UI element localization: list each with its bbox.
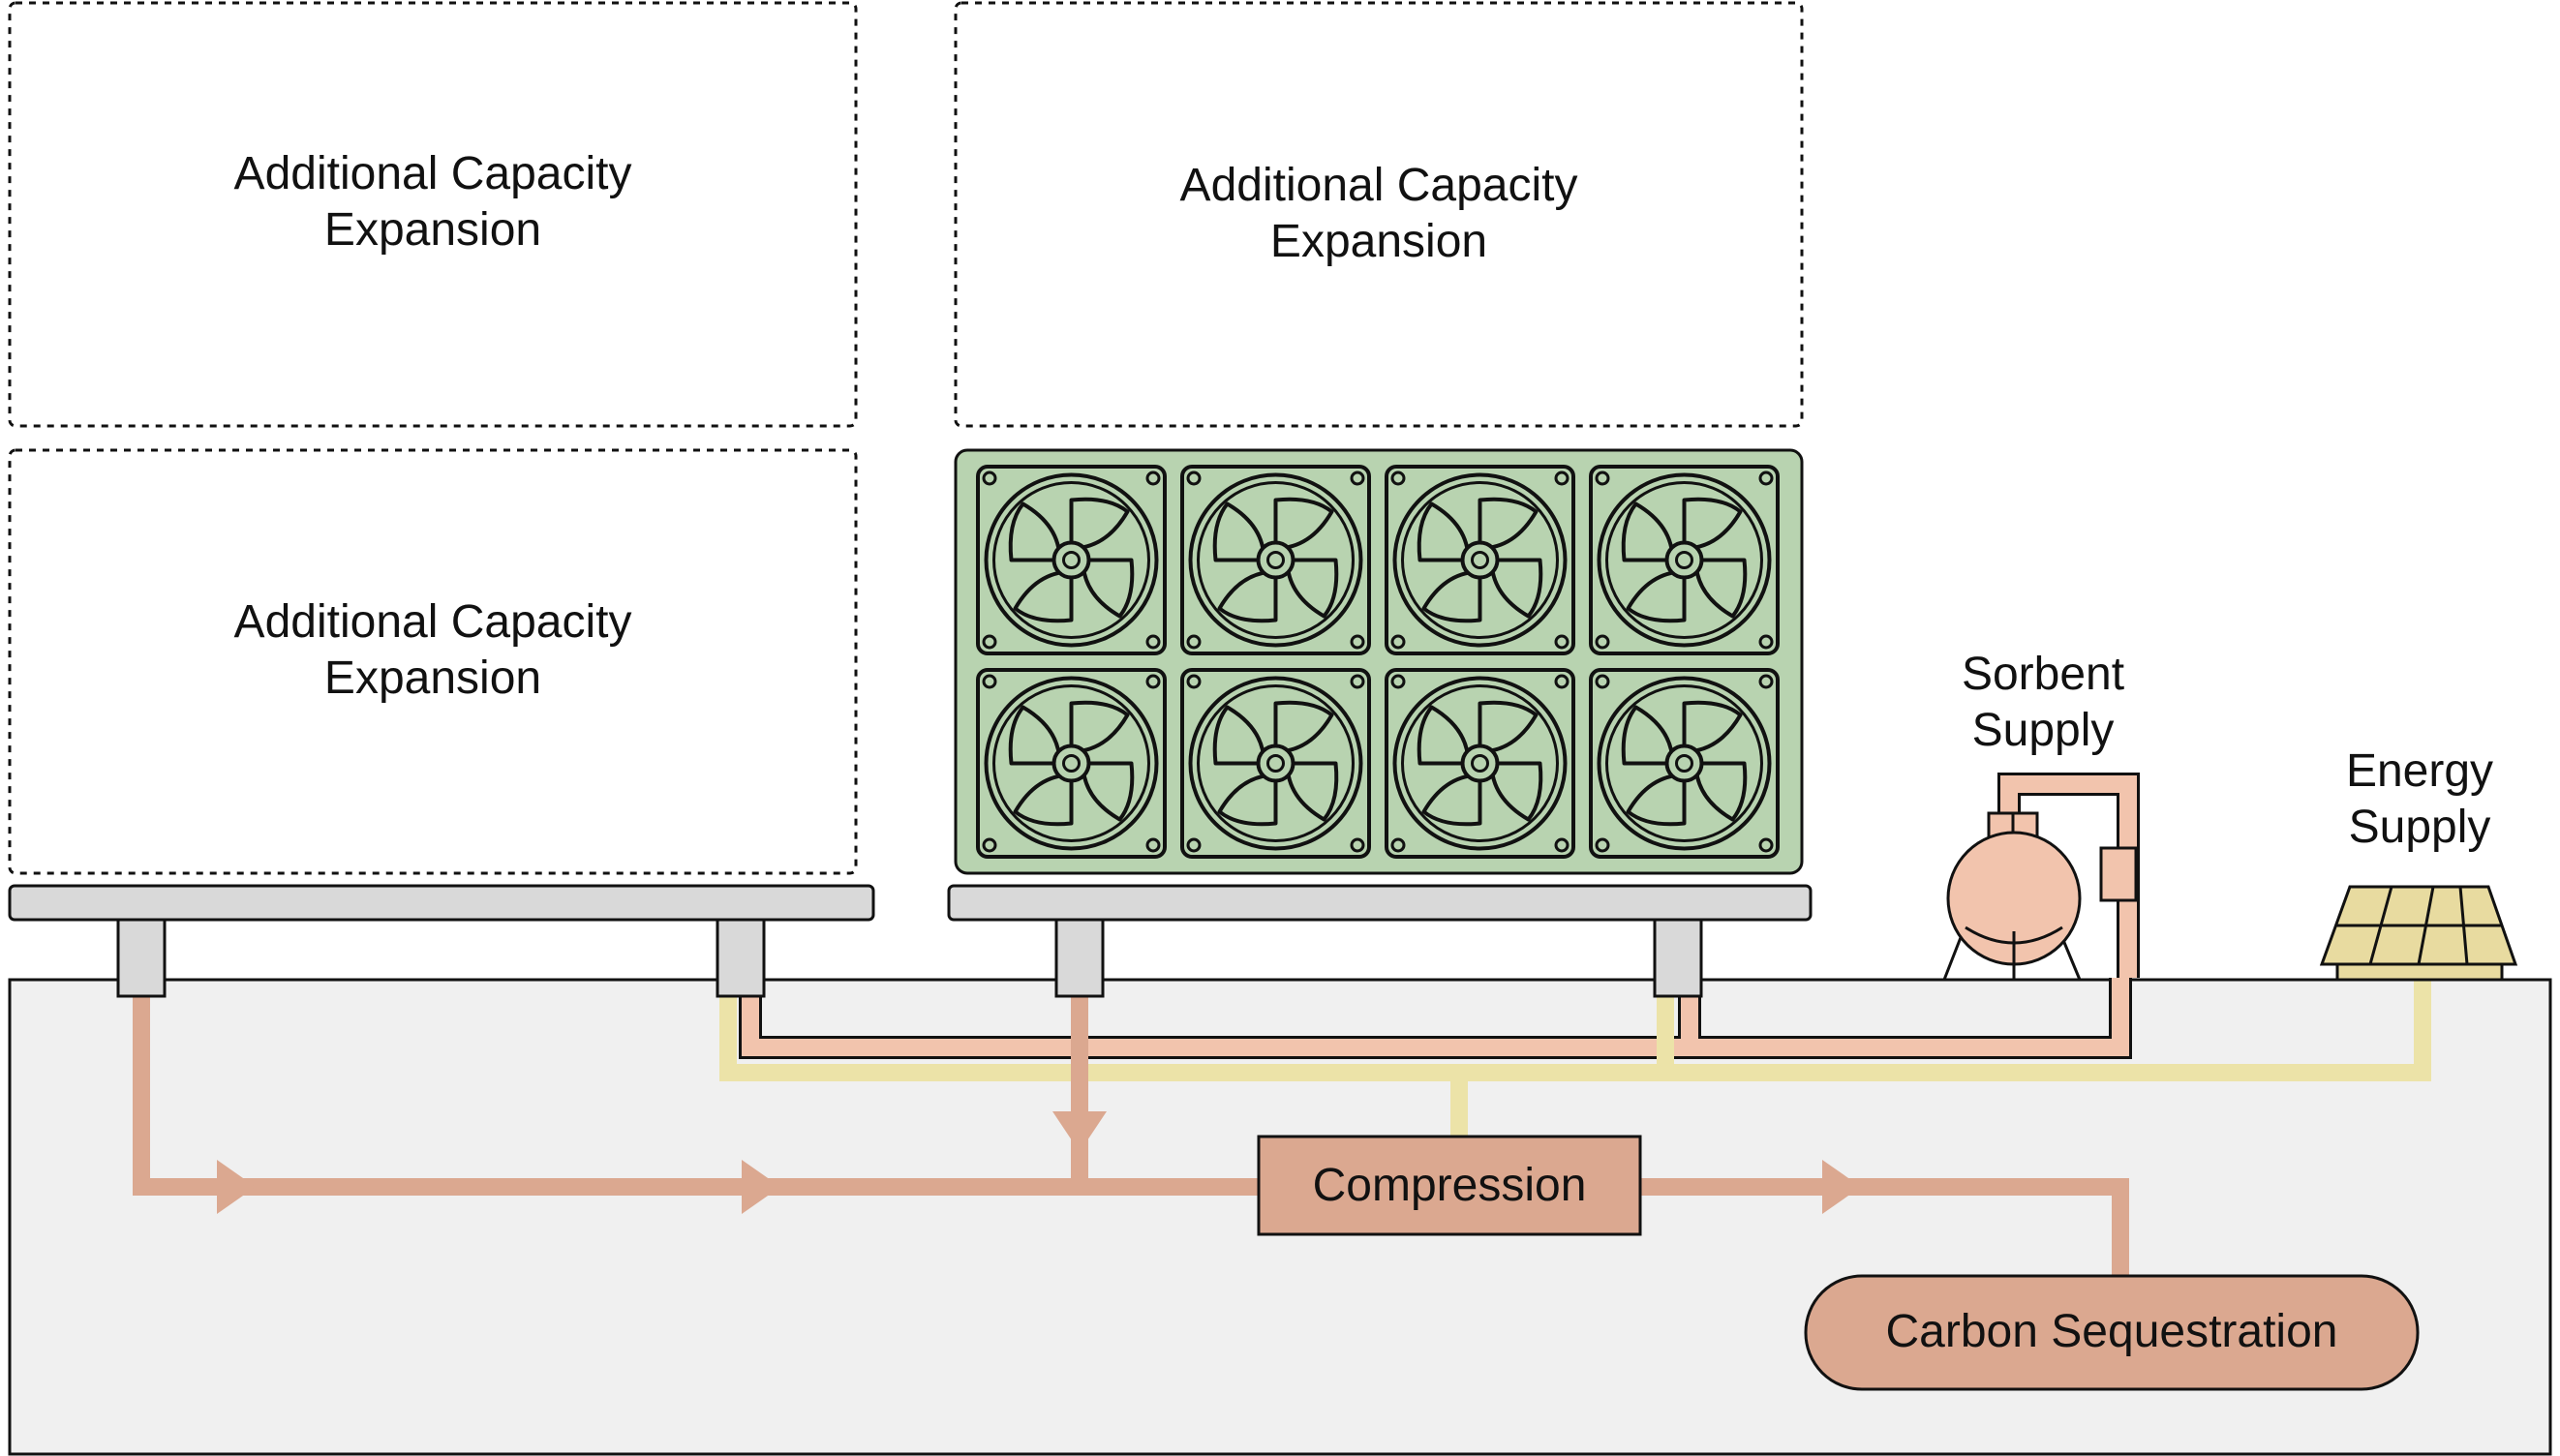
flow-arrow-right <box>1822 1160 1861 1214</box>
compression-box: Compression <box>1257 1135 1642 1236</box>
co2-flow-line <box>133 995 2129 1276</box>
energy-supply-label-line2: Supply <box>2349 802 2491 853</box>
fan-icon <box>1385 668 1575 859</box>
platform-center <box>947 884 1813 998</box>
energy-flow-line <box>719 978 2431 1137</box>
flow-arrow-right <box>217 1160 256 1214</box>
flow-arrow-down <box>1052 1111 1107 1152</box>
fan-icon <box>1180 668 1371 859</box>
fan-module <box>954 448 1804 875</box>
platform-left <box>8 884 875 998</box>
sorbent-supply-label-line1: Sorbent <box>1962 649 2124 700</box>
fan-icon <box>1589 465 1780 655</box>
fan-icon <box>976 465 1167 655</box>
fan-icon <box>1180 465 1371 655</box>
expansion-slot-top-left: Additional Capacity Expansion <box>8 1 858 428</box>
fan-icon <box>976 668 1167 859</box>
sorbent-flow-line <box>739 978 2132 1059</box>
fan-icon <box>1589 668 1780 859</box>
expansion-label-line1: Additional Capacity <box>234 596 632 648</box>
flow-arrows <box>217 1111 1861 1214</box>
expansion-slot-bottom-left: Additional Capacity Expansion <box>8 448 858 875</box>
flow-arrow-right <box>742 1160 780 1214</box>
expansion-label-line1: Additional Capacity <box>1180 160 1578 211</box>
expansion-label-line2: Expansion <box>1270 216 1487 267</box>
energy-supply-label-line1: Energy <box>2346 745 2493 797</box>
solar-panel-icon <box>2319 885 2518 982</box>
carbon-sequestration-label: Carbon Sequestration <box>1886 1306 2338 1357</box>
expansion-label-line2: Expansion <box>324 652 541 704</box>
expansion-label-line2: Expansion <box>324 204 541 256</box>
fan-icon <box>1385 465 1575 655</box>
carbon-sequestration-node: Carbon Sequestration <box>1804 1274 2420 1391</box>
compression-label: Compression <box>1313 1160 1587 1211</box>
sorbent-supply-label-line2: Supply <box>1972 705 2115 756</box>
expansion-slot-top-center: Additional Capacity Expansion <box>954 1 1804 428</box>
expansion-label-line1: Additional Capacity <box>234 148 632 199</box>
sorbent-tank-icon <box>1942 773 2140 981</box>
fan-grid <box>976 465 1780 859</box>
